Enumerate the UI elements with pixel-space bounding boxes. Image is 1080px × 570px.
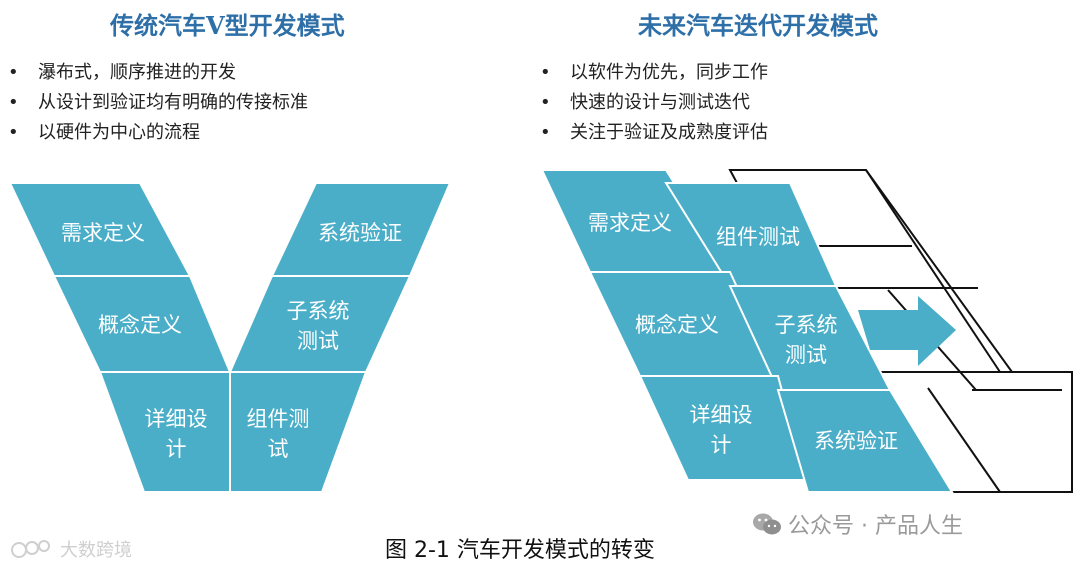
iterative-model-diagram: 需求定义 组件测试 概念定义 子系统 测试 详细设 计 系统验证 [540, 169, 956, 493]
left-bullet: 以硬件为中心的流程 [8, 118, 308, 148]
left-title: 传统汽车V型开发模式 [110, 11, 345, 40]
figure-caption: 图 2-1 汽车开发模式的转变 [385, 538, 655, 563]
watermark-brand-text: 大数跨境 [60, 540, 132, 561]
v-label-requirements: 需求定义 [61, 221, 145, 245]
outline-line [927, 387, 1001, 493]
v-cell-component-test [229, 371, 368, 493]
v-label-subsystem-test: 子系统 [287, 299, 350, 323]
v-model-diagram: 需求定义 概念定义 详细设 计 系统验证 子系统 测试 组件测 试 [8, 182, 452, 493]
right-title: 未来汽车迭代开发模式 [638, 11, 878, 40]
v-label-detail-design: 详细设 [145, 407, 208, 431]
left-bullet-list: 瀑布式，顺序推进的开发 从设计到验证均有明确的传接标准 以硬件为中心的流程 [8, 58, 308, 148]
v-label-detail-design: 计 [166, 437, 187, 461]
watermark-text: 公众号 · 产品人生 [788, 514, 963, 539]
iter-label-system-validation: 系统验证 [814, 429, 898, 453]
v-label-component-test: 组件测 [247, 407, 310, 431]
right-bullet-list: 以软件为优先，同步工作 快速的设计与测试迭代 关注于验证及成熟度评估 [540, 58, 768, 148]
v-label-system-validation: 系统验证 [318, 221, 402, 245]
iter-label-detail-design: 计 [711, 433, 732, 457]
iter-label-concept: 概念定义 [635, 313, 719, 337]
outline-line [865, 169, 1001, 373]
iter-cell-system-validation [776, 389, 954, 493]
left-bullet: 瀑布式，顺序推进的开发 [8, 58, 308, 88]
v-cell-subsystem-test [228, 275, 412, 373]
right-bullet: 以软件为优先，同步工作 [540, 58, 768, 88]
left-bullet: 从设计到验证均有明确的传接标准 [8, 88, 308, 118]
iteration-arrow-icon [858, 296, 956, 366]
wechat-icon [753, 513, 781, 535]
right-bullet: 快速的设计与测试迭代 [540, 88, 768, 118]
iter-label-requirements: 需求定义 [588, 211, 672, 235]
watermark-brand: 大数跨境 [10, 536, 132, 562]
v-label-component-test: 试 [268, 437, 289, 461]
v-cell-detail-design [98, 371, 231, 493]
brand-logo-icon [11, 540, 50, 558]
right-bullet: 关注于验证及成熟度评估 [540, 118, 768, 148]
watermark-wechat: 公众号 · 产品人生 [752, 508, 963, 540]
iter-label-detail-design: 详细设 [690, 403, 753, 427]
iter-label-subsystem-test: 测试 [785, 343, 827, 367]
v-label-subsystem-test: 测试 [297, 329, 339, 353]
iter-label-component-test: 组件测试 [716, 225, 800, 249]
v-label-concept: 概念定义 [98, 313, 182, 337]
iter-label-subsystem-test: 子系统 [775, 313, 838, 337]
